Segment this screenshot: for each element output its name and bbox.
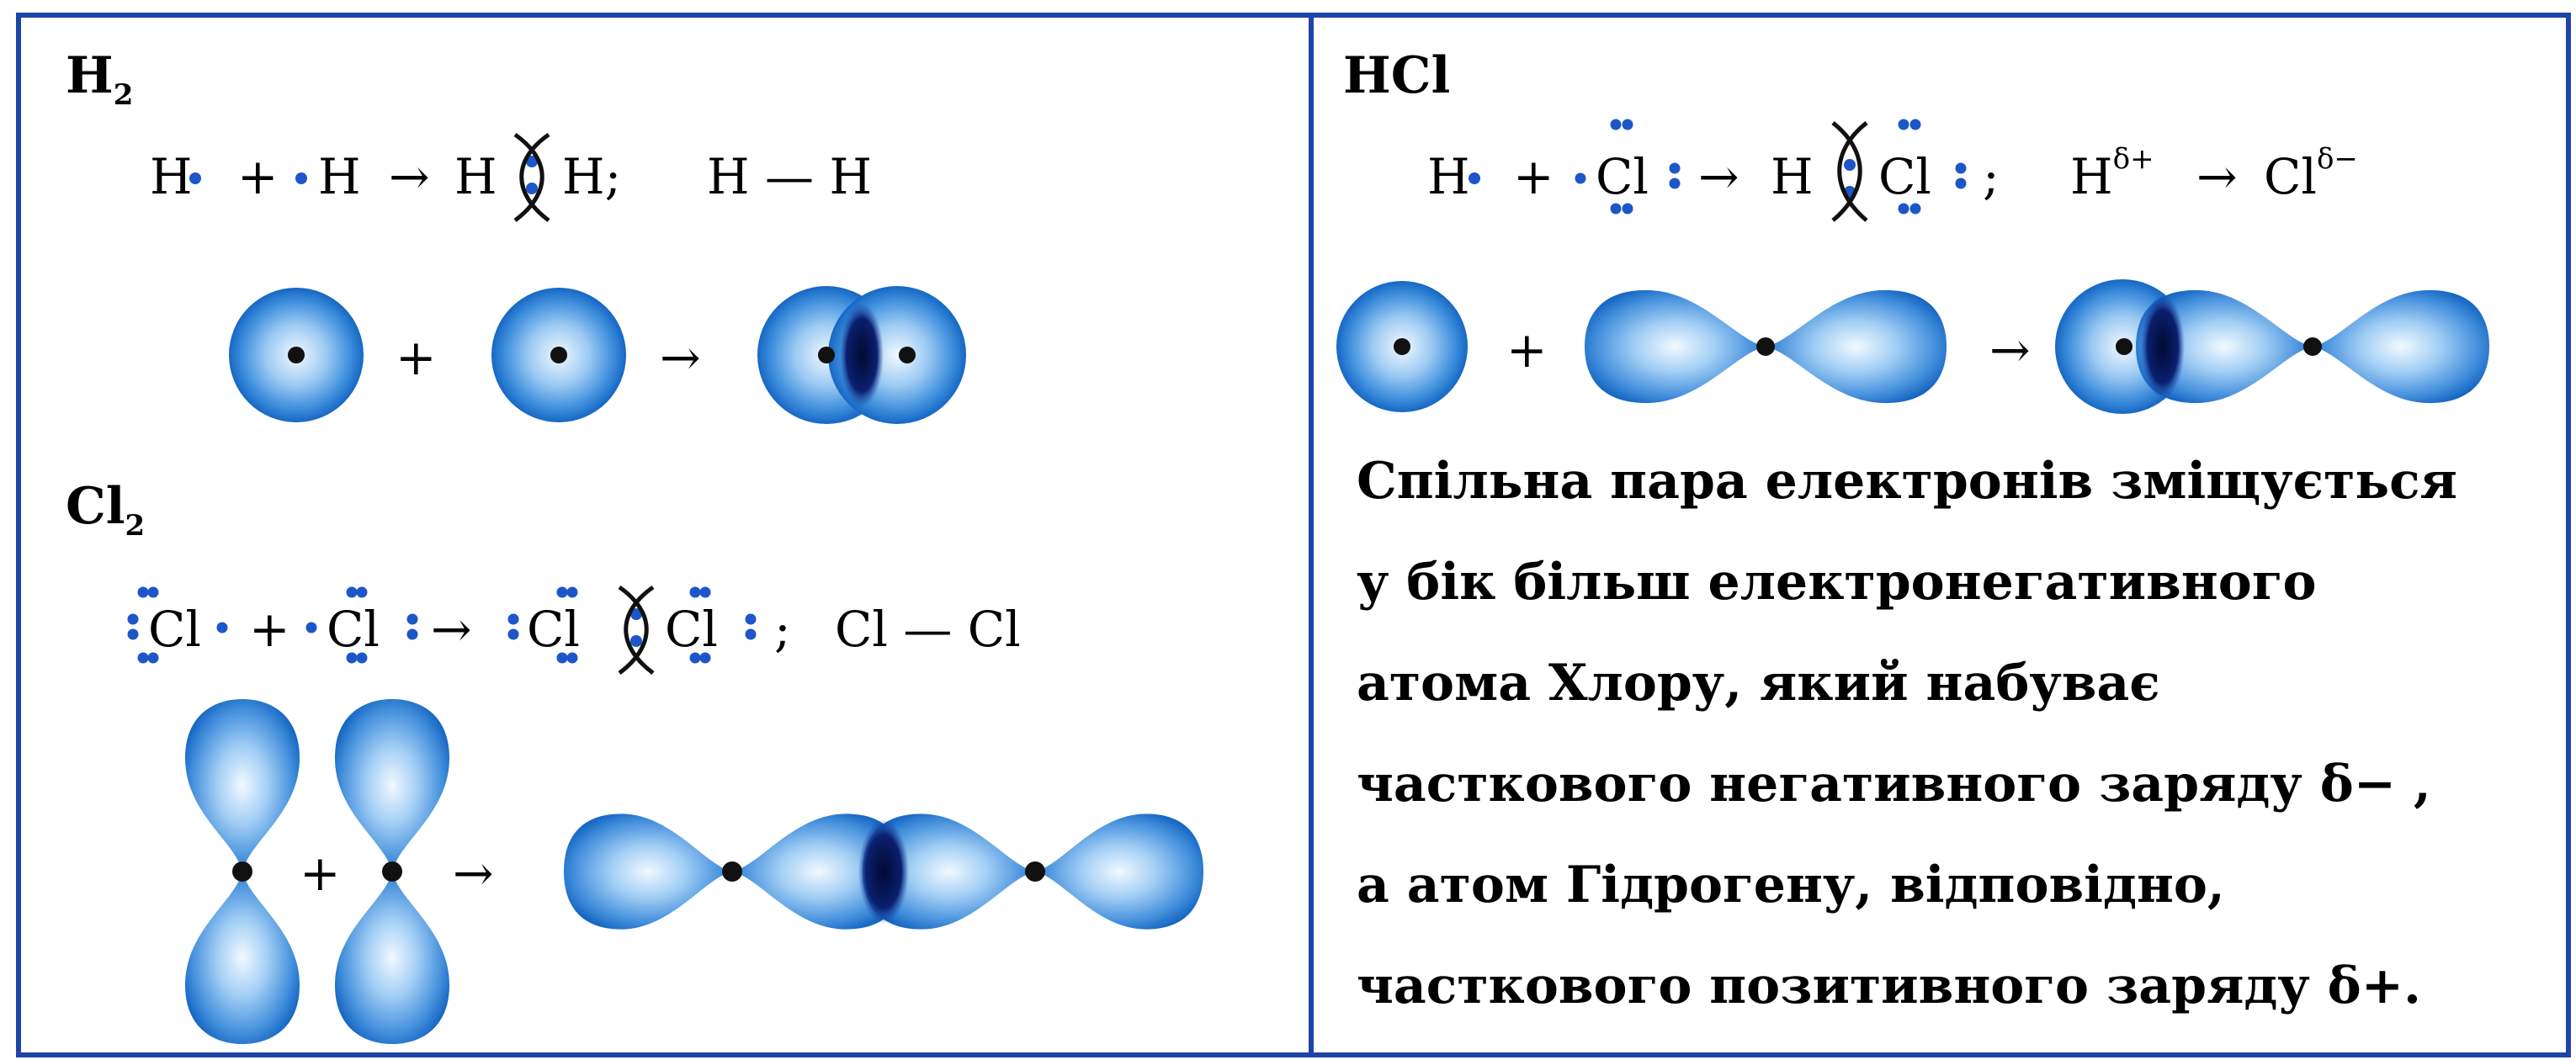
hcl-polar-cl: Clδ− bbox=[2264, 142, 2358, 205]
shared-electron-pair bbox=[513, 132, 550, 223]
electron-dot bbox=[295, 172, 307, 184]
hcl-lewis-equation: H + Cl → H Cl ; bbox=[1427, 119, 2358, 222]
overlap-region bbox=[2141, 294, 2185, 399]
hcl-polar-h: Hδ+ bbox=[2070, 142, 2154, 205]
hcl-orbital-arrow: → bbox=[1989, 321, 2031, 379]
h2-plus: + bbox=[237, 148, 279, 205]
shared-electron-pair bbox=[618, 585, 655, 676]
explanation-line: а атом Гідрогену, відповідно, bbox=[1357, 856, 2225, 914]
hcl-polar-arrow: → bbox=[2196, 148, 2238, 205]
cl2-lewis-equation: Cl + Cl → Cl bbox=[127, 585, 1021, 676]
cl2-orbital-plus: + bbox=[300, 845, 341, 902]
h2-reactant-2: H bbox=[318, 148, 361, 205]
cl2-orbital-overlap: + → bbox=[185, 699, 1203, 1044]
nucleus-dot bbox=[2116, 338, 2133, 355]
cl2-structural-formula: Cl — Cl bbox=[835, 601, 1021, 658]
hcl-product-h: H bbox=[1771, 148, 1814, 205]
explanation-line: часткового позитивного заряду δ+. bbox=[1357, 957, 2421, 1015]
hcl-orbital-overlap: + → bbox=[1336, 279, 2489, 414]
cl2-semicolon: ; bbox=[774, 601, 791, 658]
overlap-region bbox=[840, 303, 884, 407]
electron-dot bbox=[189, 172, 201, 184]
hcl-orbital-plus: + bbox=[1506, 321, 1548, 379]
nucleus-dot bbox=[550, 347, 567, 363]
hcl-arrow: → bbox=[1698, 148, 1739, 205]
p-orbital-1 bbox=[185, 699, 300, 1044]
explanation-line: атома Хлору, який набуває bbox=[1357, 654, 2160, 713]
hcl-semicolon: ; bbox=[1983, 148, 2000, 205]
nucleus-dot bbox=[2303, 337, 2322, 356]
cl2-product-orbital bbox=[564, 814, 1203, 930]
cl-valence-electrons bbox=[1898, 119, 1967, 215]
nucleus-dot bbox=[818, 347, 835, 363]
explanation-line: Спільна пара електронів зміщується bbox=[1357, 452, 2457, 511]
nucleus-dot bbox=[288, 347, 305, 363]
cl2-reactant-1: Cl bbox=[148, 601, 201, 658]
h2-orbital-arrow: → bbox=[660, 329, 701, 386]
h2-panel: H2 H + H → H H; H — H + → bbox=[66, 46, 966, 424]
cl2-product-left: Cl bbox=[527, 601, 580, 658]
nucleus-dot bbox=[722, 861, 742, 882]
cl2-reactant-2: Cl bbox=[327, 601, 380, 658]
hcl-panel: HCl H + Cl → H bbox=[1336, 46, 2489, 1015]
explanation-line: часткового негативного заряду δ− , bbox=[1357, 755, 2431, 814]
hcl-plus: + bbox=[1513, 148, 1554, 205]
hcl-explanation: Спільна пара електронів зміщується у бік… bbox=[1357, 452, 2457, 1015]
h2-orbital-overlap: + → bbox=[229, 286, 966, 424]
hcl-reactant-cl: Cl bbox=[1596, 148, 1649, 205]
h2-arrow: → bbox=[389, 148, 430, 205]
cl-valence-electrons bbox=[127, 586, 228, 664]
overlap-region bbox=[858, 819, 909, 924]
electron-dot bbox=[1469, 172, 1480, 184]
nucleus-dot bbox=[1025, 861, 1045, 882]
hcl-reactant-h: H bbox=[1427, 148, 1470, 205]
explanation-line: у бік більш електронегативного bbox=[1357, 553, 2317, 612]
cl2-panel: Cl2 Cl + Cl → bbox=[66, 477, 1203, 1044]
h2-title: H2 bbox=[66, 46, 133, 112]
h2-product-left: H bbox=[454, 148, 497, 205]
cl-valence-electrons bbox=[305, 586, 418, 664]
nucleus-dot bbox=[1394, 338, 1410, 355]
cl2-plus: + bbox=[249, 601, 290, 658]
cl-valence-electrons bbox=[507, 586, 578, 664]
cl2-title: Cl2 bbox=[66, 477, 145, 543]
h2-product-right: H; bbox=[562, 148, 621, 205]
cl-valence-electrons bbox=[1575, 119, 1681, 215]
cl2-arrow: → bbox=[431, 601, 472, 658]
p-orbital-2 bbox=[335, 699, 449, 1044]
cl2-orbital-arrow: → bbox=[453, 845, 494, 902]
h2-reactant-1: H bbox=[150, 148, 193, 205]
cl-p-orbital bbox=[1585, 289, 1947, 404]
hcl-product-cl: Cl bbox=[1878, 148, 1931, 205]
nucleus-dot bbox=[899, 347, 916, 363]
h2-structural-formula: H — H bbox=[707, 148, 872, 205]
h2-orbital-plus: + bbox=[396, 329, 437, 386]
h2-lewis-equation: H + H → H H; H — H bbox=[150, 132, 872, 223]
hcl-title: HCl bbox=[1343, 46, 1450, 105]
hcl-product-orbital bbox=[2055, 279, 2489, 414]
cl2-product-right: Cl bbox=[665, 601, 718, 658]
cl-valence-electrons bbox=[689, 586, 757, 664]
panel-frame bbox=[16, 13, 2571, 1057]
shared-electron-pair bbox=[1831, 121, 1868, 222]
